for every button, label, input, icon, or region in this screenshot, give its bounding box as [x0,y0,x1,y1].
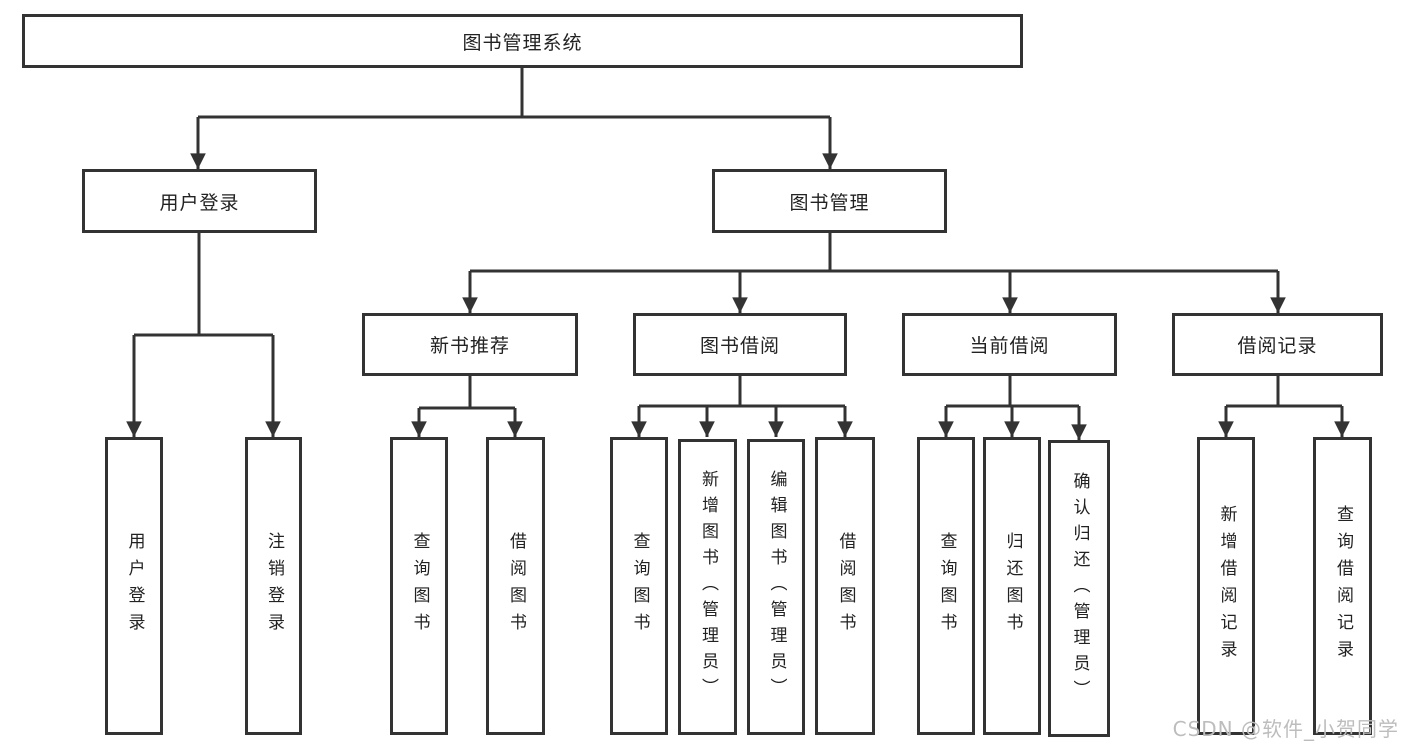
node-label: 编辑图书（管理员） [766,470,787,704]
leaf-borrow-books-1: 借阅图书 [486,437,545,735]
node-label: 查询图书 [409,532,430,640]
leaf-user-login: 用户登录 [105,437,163,735]
node-book-borrow: 图书借阅 [633,313,847,376]
leaf-query-borrow-record: 查询借阅记录 [1313,437,1372,735]
node-user-login: 用户登录 [82,169,317,233]
node-borrow-records: 借阅记录 [1172,313,1383,376]
node-label: 图书管理 [789,191,870,214]
node-label: 查询图书 [629,532,650,640]
node-label: 图书管理系统 [462,31,583,54]
node-label: 当前借阅 [969,335,1050,357]
node-library-management-system: 图书管理系统 [22,14,1023,68]
leaf-logout: 注销登录 [245,437,302,735]
leaf-query-books-3: 查询图书 [917,437,975,735]
leaf-add-borrow-record: 新增借阅记录 [1197,437,1255,735]
node-label: 用户登录 [124,532,145,640]
node-label: 借阅图书 [835,532,856,640]
leaf-edit-books-admin: 编辑图书（管理员） [747,439,805,735]
leaf-confirm-return-admin: 确认归还（管理员） [1048,440,1110,737]
leaf-borrow-books-2: 借阅图书 [815,437,875,735]
node-label: 图书借阅 [699,335,780,357]
node-label: 查询借阅记录 [1333,505,1353,667]
node-label: 注销登录 [264,532,284,640]
node-current-borrow: 当前借阅 [902,313,1117,376]
node-label: 新增借阅记录 [1216,505,1237,667]
node-book-management: 图书管理 [712,169,947,233]
node-label: 新书推荐 [429,335,510,357]
node-label: 归还图书 [1002,532,1023,640]
node-label: 用户登录 [159,191,240,214]
node-label: 借阅记录 [1237,335,1318,357]
leaf-query-books-2: 查询图书 [610,437,668,735]
node-label: 新增图书（管理员） [698,470,718,704]
leaf-return-books: 归还图书 [983,437,1041,735]
node-new-book-recommend: 新书推荐 [362,313,578,376]
node-label: 借阅图书 [506,532,526,640]
node-label: 确认归还（管理员） [1069,471,1090,706]
csdn-watermark: CSDN @软件_小贺同学 [1172,717,1399,741]
node-label: 查询图书 [936,532,957,640]
leaf-query-books-1: 查询图书 [390,437,448,735]
leaf-add-books-admin: 新增图书（管理员） [678,439,737,735]
